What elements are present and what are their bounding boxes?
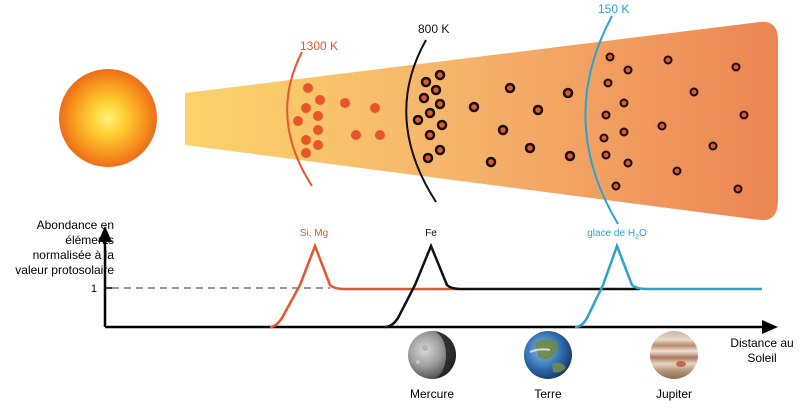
iron-particle xyxy=(504,82,516,94)
ice-particle xyxy=(605,52,615,62)
silicate-particle xyxy=(301,103,311,113)
temp-label-800k: 800 K xyxy=(418,22,449,36)
iron-particle xyxy=(434,69,446,81)
iron-particle xyxy=(434,98,446,110)
silicate-particle xyxy=(340,98,350,108)
ice-particle xyxy=(623,158,633,168)
protoplanetary-disc xyxy=(185,21,778,221)
mercury-crater xyxy=(416,360,420,364)
planet-label-earth: Terre xyxy=(534,387,562,401)
mercury-shadow xyxy=(432,331,456,379)
peak-label-ice: glace de H2O xyxy=(587,228,647,241)
ice-particle xyxy=(599,133,609,143)
y-axis-arrow xyxy=(98,226,112,242)
earth-continent xyxy=(552,362,566,373)
silicate-particle xyxy=(315,95,325,105)
front-150k xyxy=(584,15,619,225)
silicate-particle xyxy=(303,83,313,93)
iron-particle xyxy=(422,152,434,164)
iron-particles xyxy=(412,69,576,168)
iron-particle xyxy=(434,144,446,156)
ice-particle-cores xyxy=(599,52,749,194)
ice-particle xyxy=(603,78,613,88)
mercury-crater xyxy=(422,345,428,351)
curve-ice xyxy=(574,242,762,329)
ice-particle xyxy=(657,121,667,131)
iron-particle xyxy=(430,84,442,96)
iron-particle xyxy=(497,124,509,136)
ice-particle xyxy=(623,65,633,75)
peak-label-ice-main: glace de H xyxy=(587,228,635,239)
silicate-particle xyxy=(351,130,361,140)
iron-particle xyxy=(418,92,430,104)
peak-label-ice-sub: 2 xyxy=(635,234,639,241)
ice-particle xyxy=(708,141,718,151)
jupiter-great-red-spot xyxy=(676,361,686,367)
y-tick-label: 1 xyxy=(91,283,97,295)
iron-particle xyxy=(420,76,432,88)
silicate-particle xyxy=(313,111,323,121)
silicate-particle xyxy=(370,103,380,113)
planet-jupiter xyxy=(650,331,698,379)
iron-particle xyxy=(412,114,424,126)
silicate-particle xyxy=(375,130,385,140)
iron-particle xyxy=(564,150,576,162)
x-axis-arrow xyxy=(762,320,778,334)
planet-label-mercury: Mercure xyxy=(410,387,454,401)
ice-particle xyxy=(601,150,611,160)
silicate-particle xyxy=(301,148,311,158)
ice-particle xyxy=(663,55,673,65)
x-axis-label-line2: Soleil xyxy=(747,351,776,365)
iron-particle xyxy=(436,119,448,131)
sun xyxy=(59,69,157,167)
earth-cloud xyxy=(529,348,551,353)
planet-earth xyxy=(524,331,572,379)
silicate-particle xyxy=(293,116,303,126)
iron-particle xyxy=(485,156,497,168)
planet-mercury xyxy=(408,331,456,379)
peak-label-fe: Fe xyxy=(425,228,437,239)
front-800k xyxy=(405,39,437,203)
iron-particle xyxy=(424,129,436,141)
iron-particle xyxy=(532,104,544,116)
iron-particle xyxy=(524,142,536,154)
peak-label-si-mg: Si, Mg xyxy=(300,228,328,239)
x-axis-label-line1: Distance au xyxy=(730,336,793,350)
planet-label-jupiter: Jupiter xyxy=(656,387,692,401)
iron-particle xyxy=(562,87,574,99)
iron-particle xyxy=(468,101,480,113)
ice-particle xyxy=(731,62,741,72)
ice-particle xyxy=(619,98,629,108)
ice-particle xyxy=(739,110,749,120)
jupiter-globe xyxy=(650,331,698,379)
mercury-globe xyxy=(408,331,456,379)
ice-particle xyxy=(733,184,743,194)
ice-particle xyxy=(611,181,621,191)
silicate-particle xyxy=(301,135,311,145)
curve-fe xyxy=(384,242,640,329)
ice-particle xyxy=(689,87,699,97)
front-1300k xyxy=(286,51,313,187)
ice-particle xyxy=(672,166,682,176)
silicate-particle xyxy=(313,125,323,135)
silicate-particles xyxy=(293,83,385,158)
ice-particle xyxy=(619,127,629,137)
peak-label-ice-tail: O xyxy=(639,228,647,239)
iron-particle xyxy=(424,107,436,119)
ice-particles xyxy=(599,52,749,194)
temp-label-1300k: 1300 K xyxy=(300,39,338,53)
curve-si-mg xyxy=(269,242,460,329)
y-axis-label: Abondance en éléments normalisée à la va… xyxy=(15,218,114,277)
silicate-particle xyxy=(313,140,323,150)
ice-particle xyxy=(601,110,611,120)
temp-label-150k: 150 K xyxy=(598,2,629,16)
